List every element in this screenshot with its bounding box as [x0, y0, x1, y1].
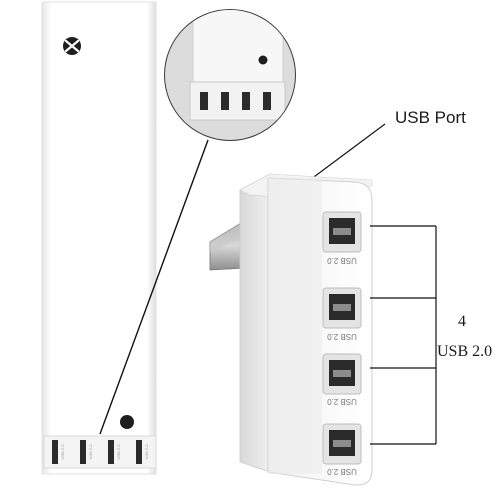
console-mini-ports: [52, 440, 142, 464]
mini-port-label: USB 2.0: [88, 444, 93, 460]
hub-side-face: [239, 173, 271, 473]
xbox-logo-icon: [63, 37, 81, 55]
console-power-button: [120, 415, 134, 429]
hub-port-label: USB 2.0: [327, 467, 357, 476]
usb-port-label: USB Port: [395, 108, 466, 127]
mini-port-4: [136, 440, 142, 464]
hub-port-label: USB 2.0: [327, 397, 357, 406]
hub-port-2: USB 2.0: [322, 287, 362, 341]
port-count-label: 4: [458, 313, 466, 330]
console: [41, 1, 157, 475]
port-type-label: USB 2.0: [437, 343, 493, 360]
usb-hub: USB 2.0 USB 2.0 USB 2.0 USB 2.0: [209, 173, 373, 486]
hub-port-1: USB 2.0: [322, 211, 362, 265]
console-body: [41, 1, 157, 475]
hub-port-3: USB 2.0: [322, 353, 362, 406]
hub-port-label: USB 2.0: [327, 332, 357, 341]
hub-port-label: USB 2.0: [327, 256, 357, 265]
hub-port-4: USB 2.0: [322, 423, 362, 476]
zoom-inset: [164, 9, 296, 141]
mini-port-3: [108, 440, 114, 464]
zoom-leader-line: [99, 139, 209, 435]
mini-port-label: USB 2.0: [144, 444, 149, 460]
mini-port-label: USB 2.0: [60, 444, 65, 460]
mini-port-1: [52, 440, 58, 464]
mini-port-label: USB 2.0: [116, 444, 121, 460]
mini-port-2: [80, 440, 86, 464]
zoom-power-button: [258, 55, 268, 65]
port-bracket: [370, 225, 437, 445]
